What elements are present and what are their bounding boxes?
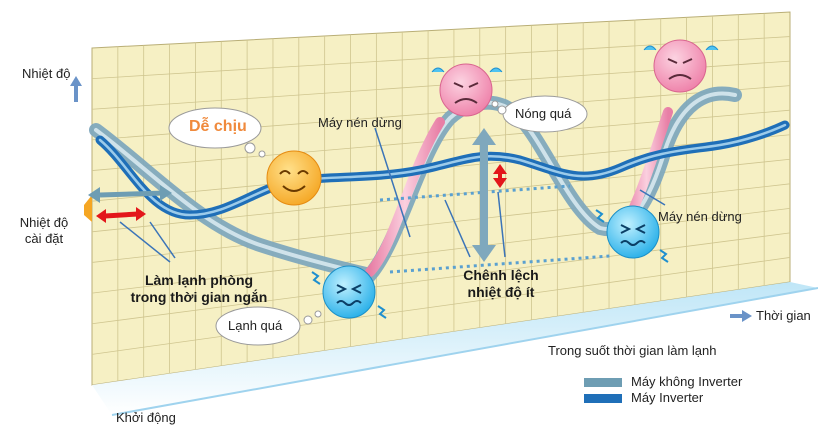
grid-line (91, 257, 791, 355)
happy-face-icon (266, 150, 322, 206)
cooling-period-label: Trong suốt thời gian làm lạnh (548, 343, 717, 358)
small-diff-label: Chênh lệch nhiệt độ ít (452, 267, 550, 301)
hot-face-icon-2 (643, 39, 719, 93)
x-axis-label: Thời gian (756, 308, 811, 323)
start-label: Khởi động (116, 410, 176, 425)
legend-swatch-non-inverter (584, 378, 622, 387)
fast-cooling-line1: Làm lạnh phòng (144, 272, 254, 288)
cloud-comfortable-text: Dễ chịu (189, 118, 247, 135)
inverter-diff-arrow (493, 164, 507, 188)
fast-cooling-line2: trong thời gian ngắn (130, 288, 268, 305)
cold-face-icon-1 (311, 265, 387, 319)
grid-line (91, 232, 791, 325)
compressor-stop-label-2: Máy nén dừng (658, 209, 742, 224)
cloud-too-hot-text: Nóng quá (515, 106, 572, 121)
grid-line (91, 207, 791, 294)
grid-line (91, 183, 791, 263)
setpoint-label-line1: Nhiệt độ (19, 215, 69, 230)
legend-swatch-inverter (584, 394, 622, 403)
legend-label-inverter: Máy Inverter (631, 390, 704, 405)
y-axis-arrow (70, 76, 82, 102)
cold-face-icon-2 (595, 205, 669, 263)
cloud-too-hot (491, 95, 588, 133)
y-axis-label: Nhiệt độ (22, 66, 71, 81)
legend-label-non-inverter: Máy không Inverter (631, 374, 743, 389)
hot-face-icon-1 (431, 63, 503, 117)
floor (92, 282, 818, 416)
leader-lines (119, 127, 666, 263)
setpoint-arrows (88, 185, 172, 223)
cloud-too-cold-text: Lạnh quá (228, 318, 283, 333)
level-lines (379, 184, 611, 274)
small-diff-line1: Chênh lệch (463, 267, 539, 283)
setpoint-label-line2: cài đặt (24, 230, 64, 246)
compressor-stop-label-1: Máy nén dừng (318, 115, 402, 130)
setpoint-label: Nhiệt độ cài đặt (16, 215, 72, 246)
fast-cooling-label: Làm lạnh phòng trong thời gian ngắn (124, 272, 274, 306)
legend (584, 378, 622, 403)
setpoint-marker (84, 195, 92, 222)
cloud-comfortable (168, 107, 266, 158)
small-diff-line2: nhiệt độ ít (467, 283, 535, 300)
inverter-curve (95, 120, 790, 220)
non-inverter-diff-arrow (472, 128, 496, 262)
x-axis-arrow (730, 310, 752, 322)
cloud-too-cold (215, 306, 322, 346)
